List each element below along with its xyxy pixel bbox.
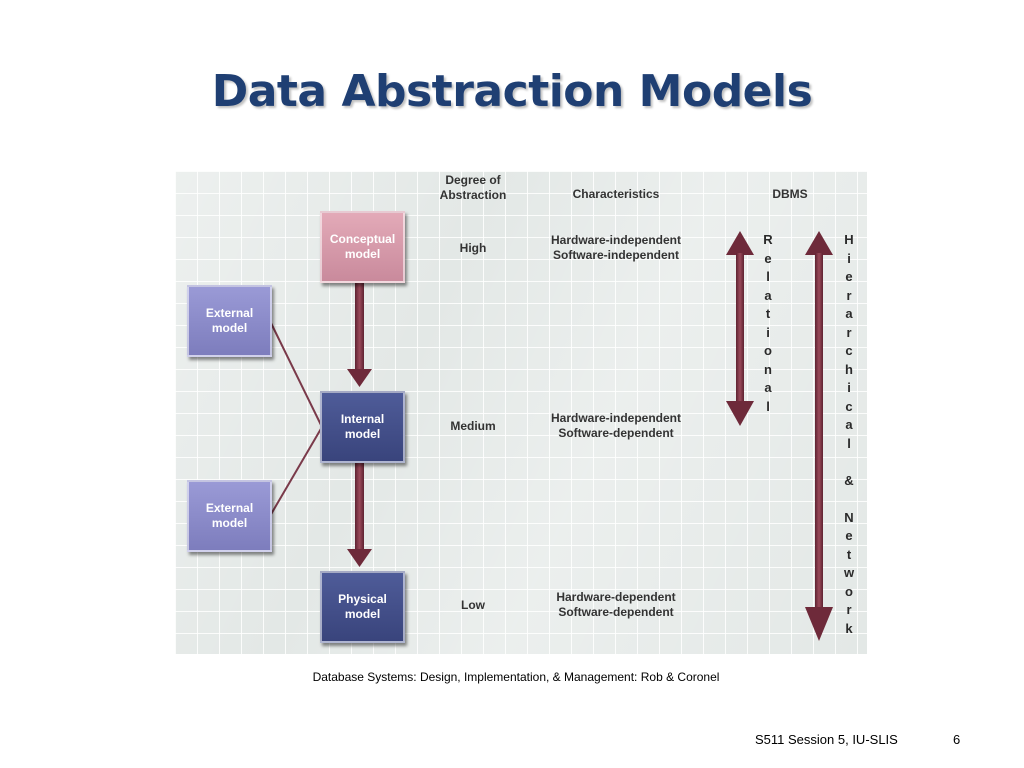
relational-letter: R — [763, 232, 773, 247]
degree-low: Low — [461, 598, 485, 612]
relational-letter: i — [766, 324, 770, 340]
arrow-internal-to-physical — [347, 463, 372, 567]
relational-letter: l — [766, 398, 770, 414]
external-model-box-bottom: External model — [187, 480, 272, 552]
characteristics-low: Hardware-dependent Software-dependent — [556, 590, 676, 619]
relational-letter: a — [764, 287, 772, 303]
relational-letter: t — [765, 306, 771, 321]
slide-number: 6 — [953, 732, 961, 747]
footer-session: S511 Session 5, IU-SLIS — [755, 732, 898, 747]
hierarchical_network-letter: k — [845, 620, 853, 636]
connector-external-bottom — [269, 426, 323, 517]
external-model-box-top: External model — [187, 285, 272, 357]
hierarchical_network-letter: r — [846, 287, 852, 303]
degree-high: High — [459, 241, 487, 255]
slide-title: Data Abstraction Models — [211, 66, 813, 117]
hierarchical-network-range-arrow — [805, 231, 833, 641]
hierarchical_network-letter: e — [845, 269, 853, 284]
hierarchical_network-letter: i — [847, 250, 851, 266]
hierarchical_network-letter: N — [844, 509, 854, 525]
relational-range-arrow — [726, 231, 754, 426]
hierarchical_network-letter: c — [845, 398, 853, 414]
hierarchical_network-letter: l — [847, 435, 851, 451]
relational-letter: n — [764, 361, 772, 377]
relational-letter: a — [764, 380, 772, 395]
hierarchical_network-letter: a — [845, 417, 853, 432]
hierarchical_network-letter — [847, 453, 851, 472]
relational-letter: l — [766, 269, 770, 284]
characteristics-medium: Hardware-independent Software-dependent — [550, 411, 682, 440]
physical-model-box: Physical model — [320, 571, 405, 643]
arrow-conceptual-to-internal — [347, 283, 372, 387]
source-caption: Database Systems: Design, Implementation… — [312, 670, 720, 684]
hierarchical_network-letter: i — [847, 380, 851, 395]
connector-external-top — [269, 320, 323, 428]
relational-letter: e — [764, 250, 772, 266]
header-characteristics: Characteristics — [572, 187, 660, 201]
header-degree-of-abstraction: Degree of Abstraction — [439, 173, 507, 202]
abstraction-diagram: Degree of Abstraction Characteristics DB… — [175, 171, 867, 654]
hierarchical_network-letter: r — [846, 324, 852, 340]
hierarchical_network-letter: e — [845, 528, 853, 543]
hierarchical_network-letter: h — [845, 361, 853, 377]
hierarchical_network-letter: H — [844, 232, 854, 247]
hierarchical_network-letter: o — [845, 583, 853, 599]
characteristics-high: Hardware-independent Software-independen… — [550, 233, 682, 262]
relational-letter: o — [764, 343, 772, 358]
conceptual-model-box: Conceptual model — [320, 211, 405, 283]
header-dbms: DBMS — [772, 187, 808, 201]
hierarchical_network-letter: c — [845, 343, 853, 358]
hierarchical_network-letter: w — [843, 565, 855, 580]
hierarchical_network-letter — [847, 490, 851, 509]
hierarchical_network-letter: a — [845, 306, 853, 321]
degree-medium: Medium — [450, 419, 496, 433]
connector-layer — [269, 231, 833, 641]
hierarchical_network-letter: r — [846, 602, 852, 617]
internal-model-box: Internal model — [320, 391, 405, 463]
hierarchical_network-letter: t — [846, 546, 852, 562]
hierarchical_network-letter: & — [844, 472, 854, 488]
